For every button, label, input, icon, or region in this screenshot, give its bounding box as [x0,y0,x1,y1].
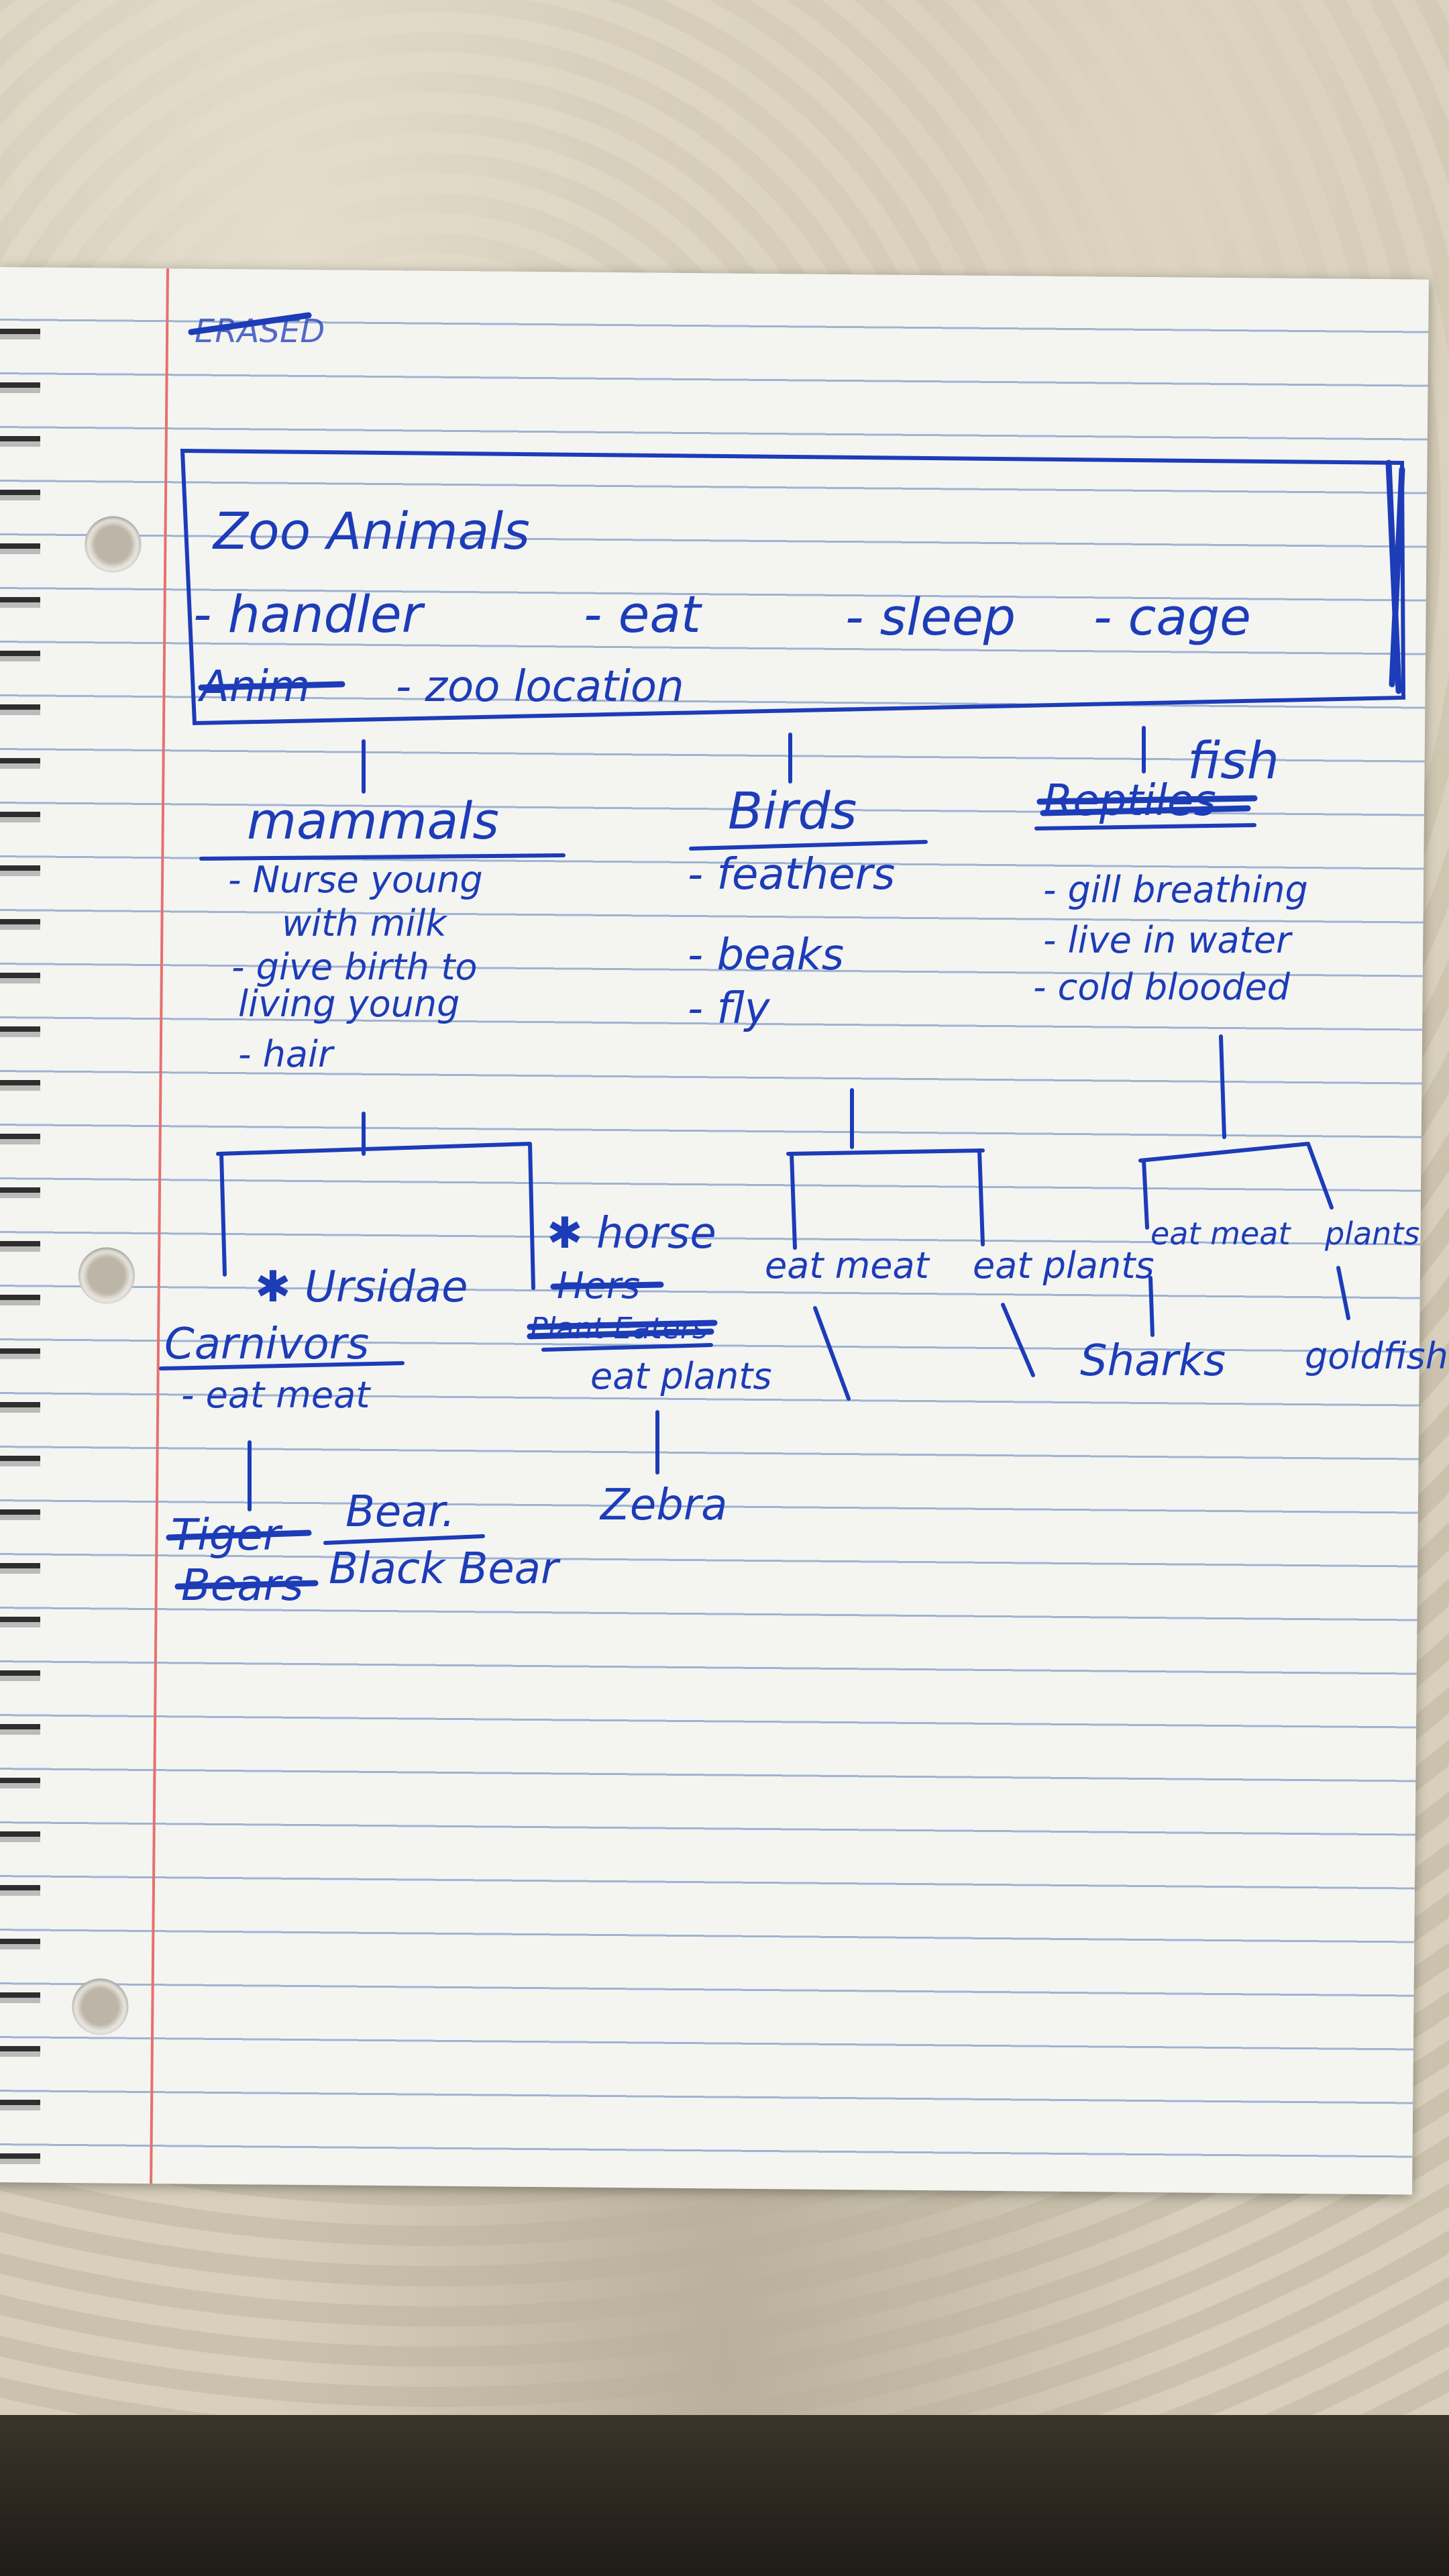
attribute-sleep: - sleep [845,587,1016,647]
mammals-trait: - hair [238,1033,335,1075]
birds-subclass-tick [1001,1303,1035,1377]
fish-subclass: eat meat [1150,1216,1291,1252]
herbivore-underline [541,1343,713,1352]
corner-scribble-strike [188,312,312,335]
attribute-cage: - cage [1093,587,1251,647]
fish-trait: - gill breathing [1043,869,1308,911]
spiral-binding [0,295,40,2174]
birds-subclass: eat plants [973,1244,1155,1287]
carnivore-child: Black Bear [329,1544,561,1594]
title-box [180,448,1406,726]
tiger-strike [166,1529,312,1541]
class-birds: Birds [728,781,857,841]
fish-branch [1138,1034,1334,1230]
birds-trait: - beaks [688,930,844,980]
title-box-heavy-edge [1385,460,1405,694]
attribute-eat: - eat [584,584,703,644]
mammals-trait: - give birth to [231,946,478,988]
bears-strike [174,1580,319,1590]
herbivore-child: Zebra [599,1481,727,1530]
birds-subclass: eat meat [765,1244,930,1287]
carnivore-underline [159,1361,405,1371]
carnivore-trait: - eat meat [181,1374,371,1416]
mammals-trait: living young [238,983,460,1025]
attribute-handler: - handler [193,584,426,644]
carnivore-child: Bear. [345,1487,455,1537]
fish-subclass: plants [1324,1216,1419,1252]
carnivore-star-label: ✱ Ursidae [255,1263,468,1312]
herbivore-star-label: ✱ horse [547,1209,716,1258]
mammals-branch [216,1112,535,1290]
attribute-crossed-strike [198,681,345,691]
hers-strike [550,1281,664,1290]
carnivore-label: Carnivors [164,1320,369,1369]
mammals-trait: with milk [282,902,448,945]
birds-underline [689,840,928,851]
dark-floor-background [0,2415,1449,2576]
birds-branch [786,1088,985,1250]
fish-child: Sharks [1080,1336,1226,1386]
fish-subclass-tick [1148,1276,1155,1337]
attribute-zoo-location: - zoo location [396,662,684,712]
reptiles-strike [1036,795,1258,816]
birds-trait: - fly [688,984,771,1034]
plant-eaters-strike [527,1320,718,1340]
mammals-trait: - Nurse young [228,859,483,901]
herbivore-trait: eat plants [590,1355,772,1397]
mammals-underline [199,853,566,861]
fish-child: goldfish [1305,1335,1448,1377]
diagram-title: Zoo Animals [212,501,530,561]
fish-underline [1034,823,1256,830]
fish-trait: - cold blooded [1033,966,1291,1008]
birds-trait: - feathers [688,850,895,900]
class-fish: fish [1187,731,1279,790]
class-mammals: mammals [247,791,499,851]
birds-subclass-tick [813,1306,851,1401]
bear-underline [323,1534,485,1545]
fish-trait: - live in water [1043,919,1293,961]
fish-subclass-tick [1336,1266,1350,1320]
